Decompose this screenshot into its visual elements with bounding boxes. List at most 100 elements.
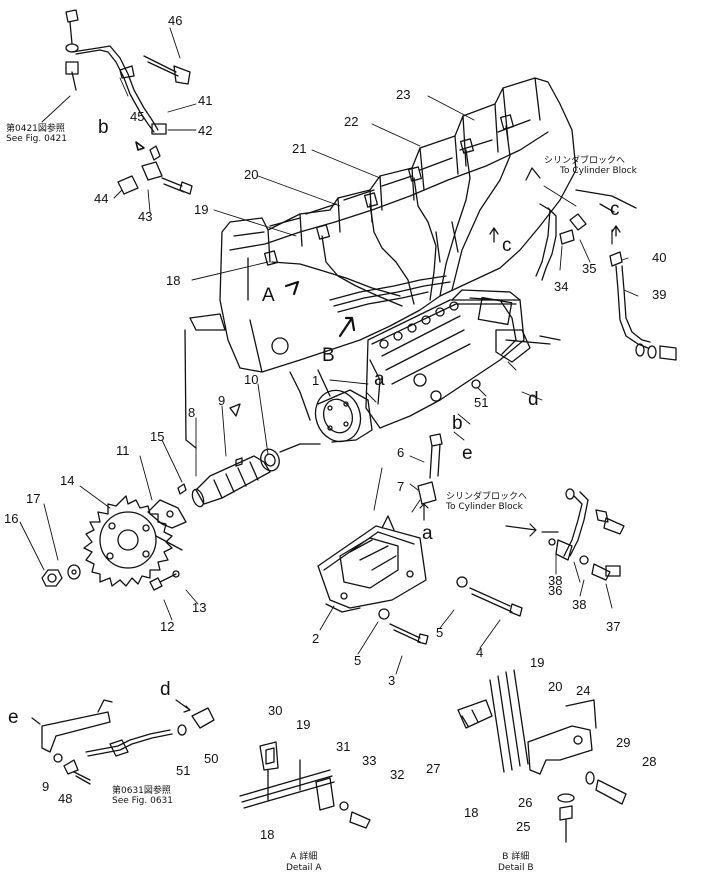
view-label-B: B xyxy=(322,345,335,366)
joint-42-43-44 xyxy=(117,141,193,195)
callout-38a: 38 xyxy=(548,573,563,588)
view-label-d-pump: d xyxy=(528,389,539,410)
to-cylinder-block-jp-upper: シリンダブロックへ xyxy=(544,156,626,166)
callout-5a: 5 xyxy=(354,653,362,668)
callout-29: 29 xyxy=(616,735,631,750)
callout-36: 36 xyxy=(548,583,563,598)
callout-51a: 51 xyxy=(474,395,489,410)
callout-41: 41 xyxy=(198,93,213,108)
view-label-b-joint: b xyxy=(98,117,109,138)
callout-32: 32 xyxy=(390,767,405,782)
callout-14: 14 xyxy=(60,473,75,488)
callout-24: 24 xyxy=(576,683,591,698)
callout-3: 3 xyxy=(388,673,396,688)
callout-30: 30 xyxy=(268,703,283,718)
right-pipe-assembly xyxy=(535,189,677,361)
callout-19b: 19 xyxy=(296,717,311,732)
callout-46: 46 xyxy=(168,13,183,28)
callout-15: 15 xyxy=(150,429,165,444)
view-arrows xyxy=(419,229,613,533)
callout-17: 17 xyxy=(26,491,41,506)
bolt-6-7 xyxy=(417,433,443,505)
drive-gear xyxy=(83,495,173,587)
view-label-e-detail: e xyxy=(8,707,19,728)
to-cylinder-block-jp-lower: シリンダブロックへ xyxy=(446,492,528,502)
callout-37: 37 xyxy=(606,619,621,634)
callout-26: 26 xyxy=(518,795,533,810)
callout-43: 43 xyxy=(138,209,153,224)
callout-18a: 18 xyxy=(166,273,181,288)
view-label-c-head: c xyxy=(502,235,512,256)
gear-bracket xyxy=(147,499,187,551)
drive-shaft xyxy=(177,403,321,508)
see-fig-0421-jp: 第0421図参照 xyxy=(6,124,65,134)
callout-2: 2 xyxy=(312,631,320,646)
callout-22: 22 xyxy=(344,114,359,129)
callout-4: 4 xyxy=(476,645,484,660)
to-cylinder-block-note-lower: シリンダブロックへ To Cylinder Block xyxy=(446,492,527,512)
callout-11: 11 xyxy=(116,443,130,458)
detail-a-jp: A 詳細 xyxy=(290,852,318,862)
callout-18b: 18 xyxy=(260,827,275,842)
detail-e-bracket xyxy=(31,699,113,785)
callout-6: 6 xyxy=(397,445,405,460)
callout-50: 50 xyxy=(204,751,219,766)
engine-head-outline xyxy=(184,77,577,449)
callout-5b: 5 xyxy=(436,625,444,640)
callout-35: 35 xyxy=(582,261,597,276)
callout-19a: 19 xyxy=(194,202,209,217)
callout-19c: 19 xyxy=(530,655,545,670)
bolt-12-13 xyxy=(149,570,180,591)
to-cylinder-block-en-lower: To Cylinder Block xyxy=(446,502,523,512)
detail-a-assembly xyxy=(239,741,371,829)
callout-40: 40 xyxy=(652,250,667,265)
callout-1: 1 xyxy=(312,373,320,388)
detail-b-jp: B 詳細 xyxy=(502,852,530,862)
to-cylinder-block-en-upper: To Cylinder Block xyxy=(560,166,637,176)
view-label-a-bracket: a xyxy=(422,523,433,544)
callout-13: 13 xyxy=(192,600,207,615)
callout-7: 7 xyxy=(397,479,405,494)
callout-25: 25 xyxy=(516,819,531,834)
callout-45: 45 xyxy=(130,109,145,124)
detail-b-caption: B 詳細 Detail B xyxy=(498,852,534,874)
callout-44: 44 xyxy=(94,191,109,206)
callout-18c: 18 xyxy=(464,805,479,820)
callout-31: 31 xyxy=(336,739,351,754)
view-label-a-pump: a xyxy=(374,369,385,390)
view-label-b-pump: b xyxy=(452,413,463,434)
leader-lines xyxy=(19,27,639,675)
callout-33: 33 xyxy=(362,753,377,768)
callout-9b: 9 xyxy=(42,779,50,794)
callout-23: 23 xyxy=(396,87,411,102)
callout-51b: 51 xyxy=(176,763,191,778)
bolt-3-5 xyxy=(378,608,429,645)
drive-coupling xyxy=(314,389,373,443)
callout-39: 39 xyxy=(652,287,667,302)
injection-lines xyxy=(263,114,541,338)
callout-20a: 20 xyxy=(244,167,259,182)
detail-b-assembly xyxy=(457,669,627,843)
callout-9a: 9 xyxy=(218,393,226,408)
view-label-c-pipe: c xyxy=(610,199,620,220)
lower-right-pipe xyxy=(505,488,625,581)
callout-12: 12 xyxy=(160,619,175,634)
detail-a-caption: A 詳細 Detail A xyxy=(286,852,322,874)
detail-b-en: Detail B xyxy=(498,863,534,873)
see-fig-0421-note: 第0421図参照 See Fig. 0421 xyxy=(6,124,67,144)
pump-bracket xyxy=(317,515,427,613)
to-cylinder-block-note-upper: シリンダブロックへ To Cylinder Block xyxy=(544,156,637,176)
callout-20b: 20 xyxy=(548,679,563,694)
top-pipe-assembly xyxy=(65,9,191,135)
nut-washer-16-17 xyxy=(41,564,81,587)
callout-42: 42 xyxy=(198,123,213,138)
callout-27: 27 xyxy=(426,761,441,776)
view-label-e-pump: e xyxy=(462,443,473,464)
callout-34: 34 xyxy=(554,279,569,294)
injection-pump xyxy=(365,289,561,429)
bolt-4-5 xyxy=(456,576,523,617)
view-label-d-detail: d xyxy=(160,679,171,700)
detail-d-cable xyxy=(85,699,215,757)
